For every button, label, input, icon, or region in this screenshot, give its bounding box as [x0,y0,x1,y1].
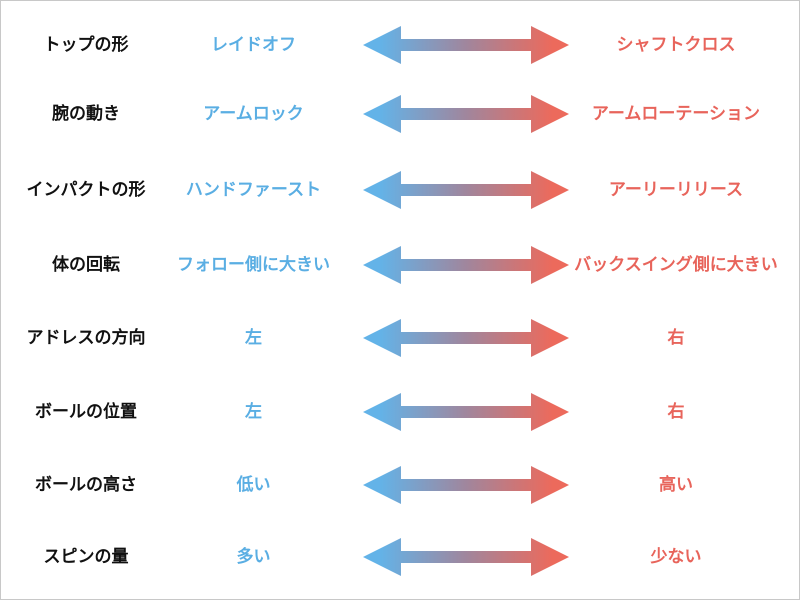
double-arrow-icon [363,318,569,358]
right-value: アームローテーション [591,104,761,124]
left-value: レイドオフ [211,35,296,55]
left-value: 左 [245,402,262,422]
right-value: 右 [667,402,685,422]
row-label: インパクトの形 [26,180,146,200]
double-arrow-icon [363,170,569,210]
double-arrow-icon [363,25,569,65]
row-top-shape: トップの形 レイドオフ シャフトクロス [1,25,800,65]
left-value: 多い [236,547,271,567]
right-value: 右 [667,328,685,348]
left-value: アームロック [203,104,304,124]
double-arrow-icon [363,392,569,432]
double-arrow-icon [363,245,569,285]
row-spin-amount: スピンの量 多い 少ない [1,537,800,577]
right-value: 高い [659,475,693,495]
row-label: ボールの高さ [35,475,137,495]
double-arrow-icon [363,537,569,577]
right-value: バックスイング側に大きい [574,255,778,275]
row-ball-position: ボールの位置 左 右 [1,392,800,432]
row-label: スピンの量 [43,547,129,567]
right-value: シャフトクロス [616,35,736,55]
row-label: 腕の動き [52,104,120,124]
left-value: ハンドファースト [185,180,322,200]
row-label: アドレスの方向 [26,328,146,348]
double-arrow-icon [363,94,569,134]
row-ball-height: ボールの高さ 低い 高い [1,465,800,505]
left-value: 低い [236,475,271,495]
row-arm-motion: 腕の動き アームロック アームローテーション [1,94,800,134]
right-value: アーリーリリース [608,180,744,200]
row-label: ボールの位置 [35,402,137,422]
right-value: 少ない [650,547,702,567]
row-label: 体の回転 [52,255,120,275]
left-value: フォロー側に大きい [177,255,330,275]
row-address-direction: アドレスの方向 左 右 [1,318,800,358]
row-body-rotation: 体の回転 フォロー側に大きい バックスイング側に大きい [1,245,800,285]
row-label: トップの形 [43,35,129,55]
row-impact-shape: インパクトの形 ハンドファースト アーリーリリース [1,170,800,210]
left-value: 左 [245,328,262,348]
double-arrow-icon [363,465,569,505]
